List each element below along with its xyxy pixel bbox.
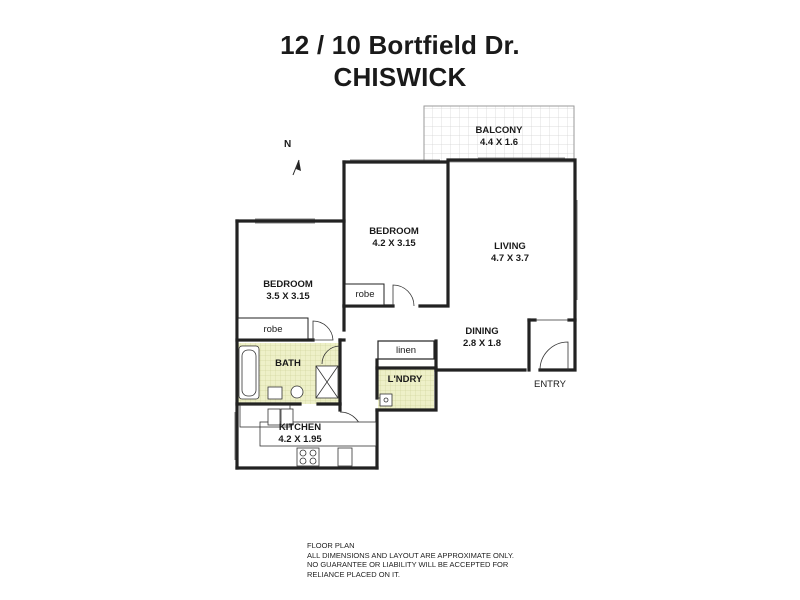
property-suburb: CHISWICK [333, 62, 467, 92]
doors [312, 284, 569, 435]
disclaimer: FLOOR PLAN ALL DIMENSIONS AND LAYOUT ARE… [307, 541, 567, 579]
room-bedroom-main-name: BEDROOM [369, 226, 419, 237]
walls [235, 158, 577, 470]
room-dining-name: DINING [465, 326, 498, 337]
room-kitchen-name: KITCHEN [279, 422, 321, 433]
compass-label: N [284, 139, 291, 150]
robe-main-label: robe [355, 289, 374, 300]
bath-fixtures [238, 345, 339, 400]
disclaimer-line: NO GUARANTEE OR LIABILITY WILL BE ACCEPT… [307, 560, 509, 569]
room-bedroom-main-dims: 4.2 X 3.15 [372, 238, 416, 249]
robe-second-box [237, 317, 309, 340]
kitchen-fixtures [239, 404, 377, 467]
north-arrow-icon [292, 159, 301, 176]
room-bedroom-second-name: BEDROOM [263, 279, 313, 290]
disclaimer-line: RELIANCE PLACED ON IT. [307, 569, 400, 579]
balcony-area [423, 105, 575, 163]
room-bedroom-second-dims: 3.5 X 3.15 [266, 291, 310, 302]
room-living-name: LIVING [494, 241, 526, 252]
robe-second-label: robe [263, 324, 282, 335]
disclaimer-line: FLOOR PLAN [307, 541, 355, 550]
room-balcony-dims: 4.4 X 1.6 [480, 137, 518, 148]
linen-box [377, 340, 435, 360]
entry-label: ENTRY [534, 379, 567, 390]
disclaimer-line: ALL DIMENSIONS AND LAYOUT ARE APPROXIMAT… [307, 550, 515, 560]
room-balcony-name: BALCONY [476, 125, 524, 136]
windows [234, 157, 578, 460]
room-dining-dims: 2.8 X 1.8 [463, 338, 501, 349]
robe-main-box [344, 283, 385, 306]
room-living-dims: 4.7 X 3.7 [491, 253, 529, 264]
room-kitchen-dims: 4.2 X 1.95 [278, 434, 322, 445]
linen-label: linen [396, 345, 416, 356]
room-bath-name: BATH [275, 358, 301, 369]
property-address: 12 / 10 Bortfield Dr. [280, 30, 520, 60]
laundry-fixtures [379, 393, 393, 407]
room-laundry-name: L'NDRY [388, 374, 423, 385]
